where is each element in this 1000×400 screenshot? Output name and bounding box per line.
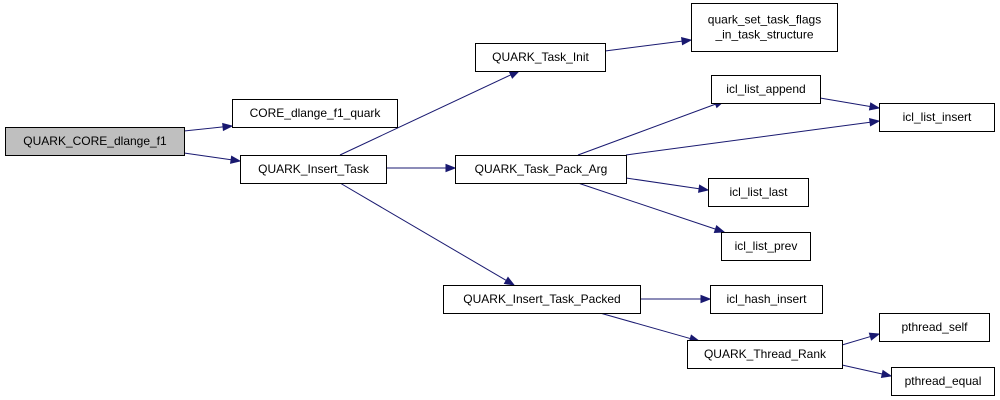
arrow-head [868, 102, 881, 111]
node-label: icl_list_prev [735, 239, 798, 253]
arrow-head [698, 184, 710, 193]
node-task-pack-arg[interactable]: QUARK_Task_Pack_Arg [455, 155, 627, 184]
edges-layer [183, 37, 893, 379]
node-hash-insert[interactable]: icl_hash_insert [710, 285, 823, 314]
node-list-insert[interactable]: icl_list_insert [879, 103, 995, 132]
node-core-quark[interactable]: CORE_dlange_f1_quark [232, 99, 398, 128]
edge-line [841, 364, 883, 375]
node-box [711, 75, 821, 104]
node-thread-rank[interactable]: QUARK_Thread_Rank [687, 340, 843, 369]
node-insert-task[interactable]: QUARK_Insert_Task [240, 155, 387, 184]
node-task-init[interactable]: QUARK_Task_Init [475, 43, 606, 72]
arrow-head [503, 276, 516, 286]
edge-thread_rank-to-pthread_equal [841, 364, 893, 379]
node-label: QUARK_CORE_dlange_f1 [23, 134, 167, 148]
edge-line [577, 103, 716, 156]
arrow-head [869, 118, 881, 127]
node-box [879, 313, 990, 342]
node-label: quark_set_task_flags [708, 13, 821, 27]
edge-root-to-core_quark [183, 122, 234, 132]
node-box [879, 103, 995, 132]
node-pthread-self[interactable]: pthread_self [879, 313, 990, 342]
nodes-layer: QUARK_CORE_dlange_f1 CORE_dlange_f1_quark… [5, 3, 995, 396]
arrow-head [222, 122, 234, 132]
edge-root-to-insert_task [183, 152, 242, 164]
edge-line [339, 74, 512, 156]
node-root[interactable]: QUARK_CORE_dlange_f1 [5, 127, 185, 156]
node-insert-task-packed[interactable]: QUARK_Insert_Task_Packed [443, 285, 641, 314]
edge-line [841, 336, 871, 346]
node-box [721, 232, 811, 261]
node-box [5, 127, 185, 156]
edge-insert_task_packed-to-hash_insert [640, 294, 712, 304]
node-label: icl_list_append [726, 82, 805, 96]
node-label: icl_list_insert [903, 110, 972, 124]
arrow-head [868, 332, 881, 341]
arrow-head [230, 155, 242, 164]
node-list-last[interactable]: icl_list_last [708, 178, 809, 207]
edge-line [604, 40, 683, 52]
edge-list_append-to-list_insert [819, 97, 881, 111]
node-label: icl_hash_insert [726, 292, 807, 306]
edge-insert_task_packed-to-thread_rank [599, 312, 701, 343]
edge-insert_task-to-task_pack_arg [386, 163, 457, 173]
arrow-head [681, 37, 693, 46]
node-box [475, 43, 606, 72]
edge-line [625, 177, 700, 190]
node-box [455, 155, 627, 184]
arrow-head [508, 70, 521, 79]
edge-line [625, 121, 871, 156]
node-label: QUARK_Insert_Task_Packed [463, 292, 620, 306]
node-box [708, 178, 809, 207]
node-label: _in_task_structure [714, 28, 813, 42]
arrow-head [713, 224, 726, 234]
node-pthread-equal[interactable]: pthread_equal [891, 367, 995, 396]
edge-insert_task-to-insert_task_packed [339, 182, 516, 286]
node-label: pthread_self [901, 320, 968, 334]
edge-task_pack_arg-to-list_prev [577, 182, 726, 234]
edge-line [577, 182, 716, 230]
edge-line [183, 126, 224, 132]
edge-task_pack_arg-to-list_last [625, 177, 710, 193]
node-label: QUARK_Insert_Task [258, 162, 370, 176]
node-list-prev[interactable]: icl_list_prev [721, 232, 811, 261]
edge-task_pack_arg-to-list_insert [625, 118, 881, 156]
node-label: QUARK_Thread_Rank [704, 347, 827, 361]
node-label: QUARK_Task_Init [492, 50, 589, 64]
node-box [687, 340, 843, 369]
node-box [232, 99, 398, 128]
node-list-append[interactable]: icl_list_append [711, 75, 821, 104]
node-label: icl_list_last [729, 185, 788, 199]
arrow-head [445, 163, 457, 173]
arrow-head [700, 294, 712, 304]
node-box [240, 155, 387, 184]
node-label: QUARK_Task_Pack_Arg [475, 162, 608, 176]
edge-line [599, 312, 691, 340]
edge-task_init-to-set_task_flags [604, 37, 693, 52]
node-label: pthread_equal [905, 374, 982, 388]
node-box [710, 285, 823, 314]
node-set-task-flags[interactable]: quark_set_task_flags_in_task_structure [691, 3, 838, 52]
edge-line [339, 182, 507, 281]
node-label: CORE_dlange_f1_quark [250, 106, 382, 120]
node-box [691, 3, 838, 52]
edge-line [819, 97, 871, 107]
arrow-head [880, 369, 893, 379]
edge-insert_task-to-task_init [339, 70, 521, 156]
edge-thread_rank-to-pthread_self [841, 332, 881, 346]
edge-task_pack_arg-to-list_append [577, 100, 726, 156]
node-box [443, 285, 641, 314]
edge-line [183, 152, 232, 161]
node-box [891, 367, 995, 396]
